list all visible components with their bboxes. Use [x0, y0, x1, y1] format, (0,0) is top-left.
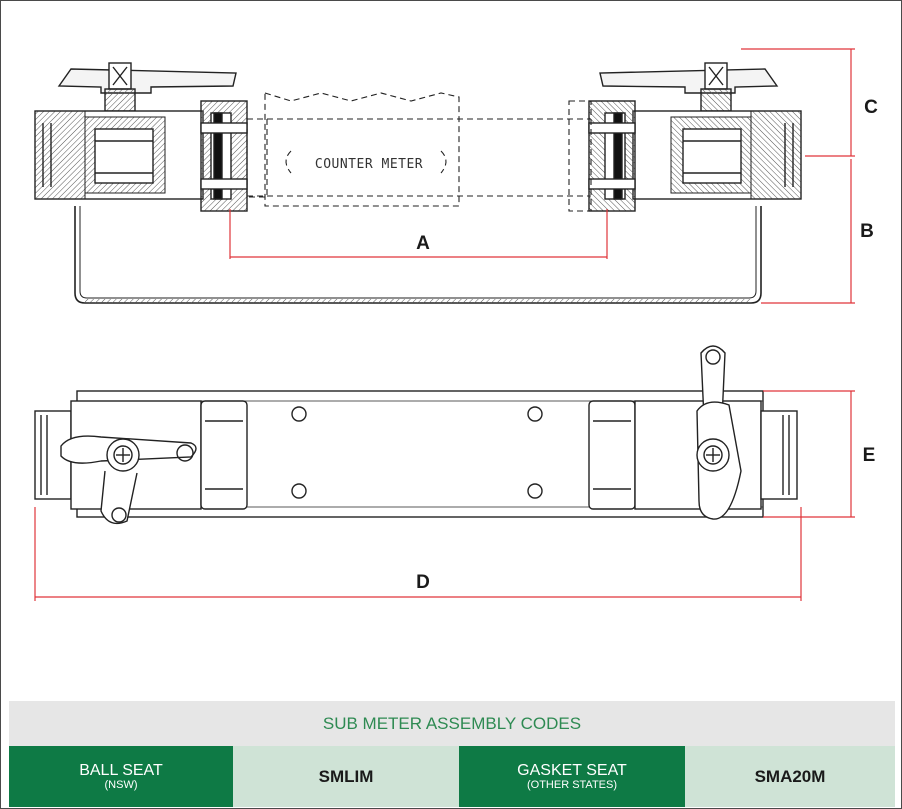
- ball-seat-cell: BALL SEAT (NSW): [9, 746, 233, 807]
- dimension-e: [763, 390, 855, 518]
- counter-meter-outline: [246, 92, 592, 212]
- assembly-drawing: COUNTER METER A C B: [34, 48, 878, 601]
- right-valve-plan: [588, 345, 798, 520]
- ball-seat-label: BALL SEAT: [79, 761, 163, 779]
- dimension-d-label: D: [416, 572, 430, 593]
- dimension-d: [34, 507, 802, 601]
- left-valve-handle: [57, 68, 237, 94]
- dimension-c-b: [741, 48, 855, 304]
- left-valve-plan: [34, 400, 248, 525]
- assembly-codes-title: SUB METER ASSEMBLY CODES: [9, 701, 895, 746]
- gasket-seat-code: SMA20M: [685, 746, 895, 807]
- dimension-a: [229, 209, 608, 259]
- assembly-codes-row: BALL SEAT (NSW) SMLIM GASKET SEAT (OTHER…: [9, 746, 895, 807]
- mounting-bracket: [74, 206, 762, 304]
- gasket-seat-cell: GASKET SEAT (OTHER STATES): [459, 746, 685, 807]
- side-section-view: COUNTER METER: [34, 62, 802, 304]
- left-ball-valve-section: [34, 62, 248, 212]
- gasket-seat-label: GASKET SEAT: [517, 761, 627, 779]
- dimension-c-label: C: [864, 97, 878, 118]
- dimension-a-label: A: [416, 233, 430, 254]
- gasket-seat-note: (OTHER STATES): [526, 778, 618, 791]
- counter-meter-label: COUNTER METER: [315, 157, 423, 172]
- ball-seat-note: (NSW): [104, 778, 138, 791]
- plan-view: [34, 345, 798, 525]
- ball-seat-code: SMLIM: [233, 746, 459, 807]
- dimension-b-label: B: [860, 221, 874, 242]
- dimension-e-label: E: [863, 445, 876, 466]
- right-ball-valve-section: [588, 62, 802, 212]
- right-valve-handle: [599, 68, 779, 94]
